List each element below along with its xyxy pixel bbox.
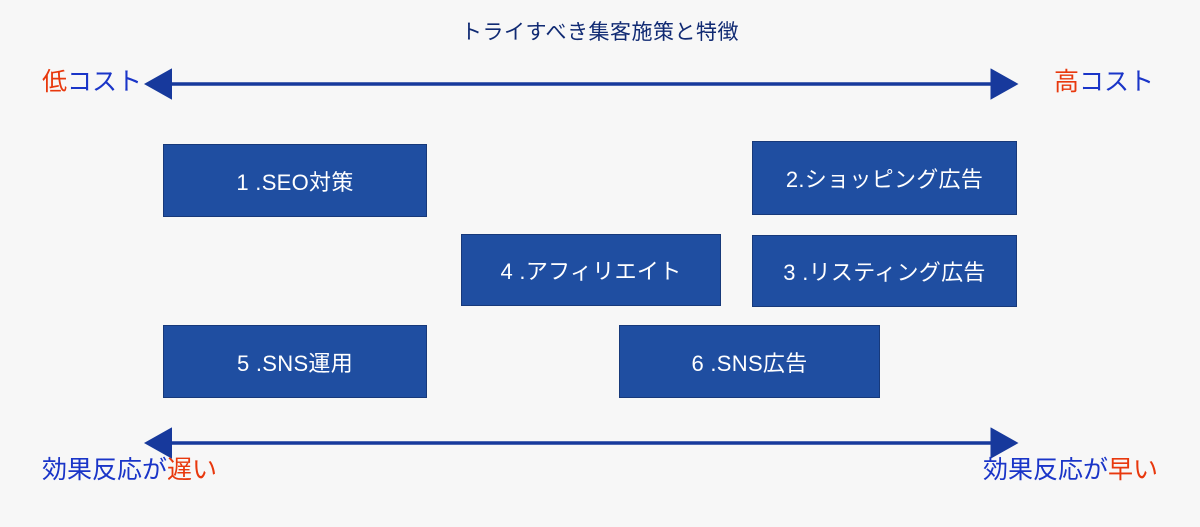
high-cost-rest-text: コスト <box>1078 68 1154 96</box>
page-title: トライすべき集客施策と特徴 <box>460 21 740 44</box>
low-cost-rest-text: コスト <box>67 68 143 96</box>
box-listing-ad[interactable]: 3 .リスティング広告 <box>752 235 1017 307</box>
cost-axis-arrow <box>144 68 1019 100</box>
high-cost-accent-text: 高 <box>1053 68 1079 96</box>
fast-response-accent-text: 早い <box>1107 456 1158 484</box>
axis-label-fast-response: 効果反応が早い <box>983 458 1158 483</box>
axis-label-high-cost: 高コスト <box>1054 70 1154 95</box>
axis-label-slow-response: 効果反応が遅い <box>42 458 217 483</box>
slow-response-rest-text: 効果反応が <box>42 456 168 484</box>
box-shopping-ad[interactable]: 2.ショッピング広告 <box>752 141 1017 215</box>
slow-response-accent-text: 遅い <box>167 456 218 484</box>
low-cost-accent-text: 低 <box>42 68 68 96</box>
axis-label-low-cost: 低コスト <box>42 70 142 95</box>
box-affiliate[interactable]: 4 .アフィリエイト <box>461 234 721 306</box>
box-sns-ad[interactable]: 6 .SNS広告 <box>619 325 880 398</box>
fast-response-rest-text: 効果反応が <box>982 456 1108 484</box>
box-seo[interactable]: 1 .SEO対策 <box>163 144 427 217</box>
response-speed-axis-arrow <box>144 427 1019 459</box>
box-sns-operation[interactable]: 5 .SNS運用 <box>163 325 427 398</box>
